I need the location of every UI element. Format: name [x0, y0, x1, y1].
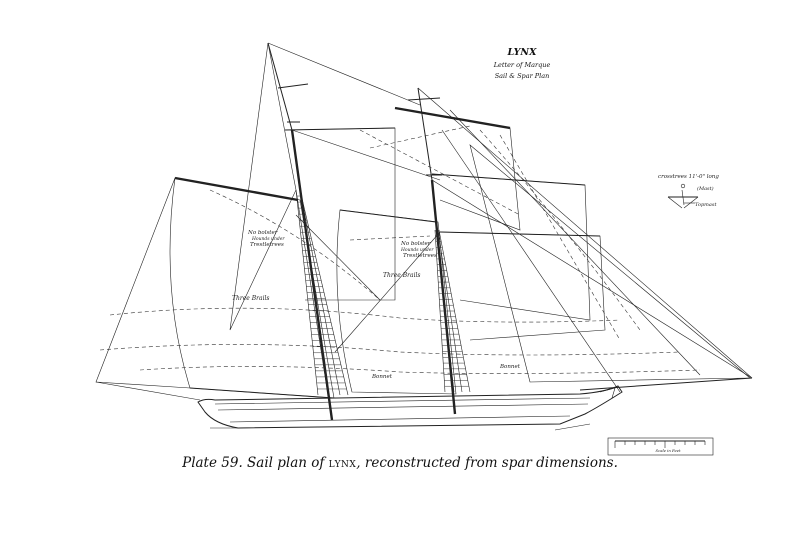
- hounds-fore-label: Hounds under: [400, 247, 434, 253]
- hounds-main-label: Hounds under: [251, 236, 285, 242]
- three-brails-right-label: Three Brails: [383, 272, 421, 279]
- caption-suffix: , reconstructed from spar dimensions.: [356, 455, 618, 471]
- scale-bar: Scale in Feet: [607, 437, 714, 456]
- topmast-label: Topmast: [695, 202, 717, 208]
- bonnet-label-2: Bonnet: [499, 364, 521, 370]
- bonnet-label-1: Bonnet: [371, 374, 393, 380]
- ship-name: LYNX: [507, 47, 538, 58]
- main-mast: [267, 42, 334, 421]
- trestletrees-fore-label: Trestletrees: [403, 253, 437, 259]
- hull: [197, 385, 623, 431]
- three-brails-left-label: Three Brails: [232, 295, 270, 302]
- ratlines: [296, 195, 469, 390]
- annotations: No bolster Hounds under Trestletrees No …: [232, 230, 521, 380]
- plate-title: LYNX Letter of Marque Sail & Spar Plan: [493, 47, 551, 80]
- caption-prefix: Plate 59. Sail plan of: [182, 455, 329, 471]
- no-bolster-fore-label: No bolster: [400, 241, 431, 247]
- no-bolster-main-label: No bolster: [247, 230, 278, 236]
- scale-label: Scale in Feet: [656, 448, 681, 453]
- crosstree-label: crosstrees 11'-0" long: [658, 174, 719, 180]
- mast-label: (Mast): [697, 185, 714, 192]
- ship-type: Letter of Marque: [493, 61, 551, 69]
- crosstree-detail: crosstrees 11'-0" long (Mast) Topmast: [658, 174, 719, 209]
- caption-ship-name: lynx: [328, 455, 357, 471]
- plate-caption: Plate 59. Sail plan of lynx, reconstruct…: [0, 455, 800, 471]
- sails: [95, 42, 753, 401]
- plan-type: Sail & Spar Plan: [495, 72, 550, 80]
- reef-lines: [99, 125, 701, 374]
- trestletrees-main-label: Trestletrees: [250, 242, 284, 248]
